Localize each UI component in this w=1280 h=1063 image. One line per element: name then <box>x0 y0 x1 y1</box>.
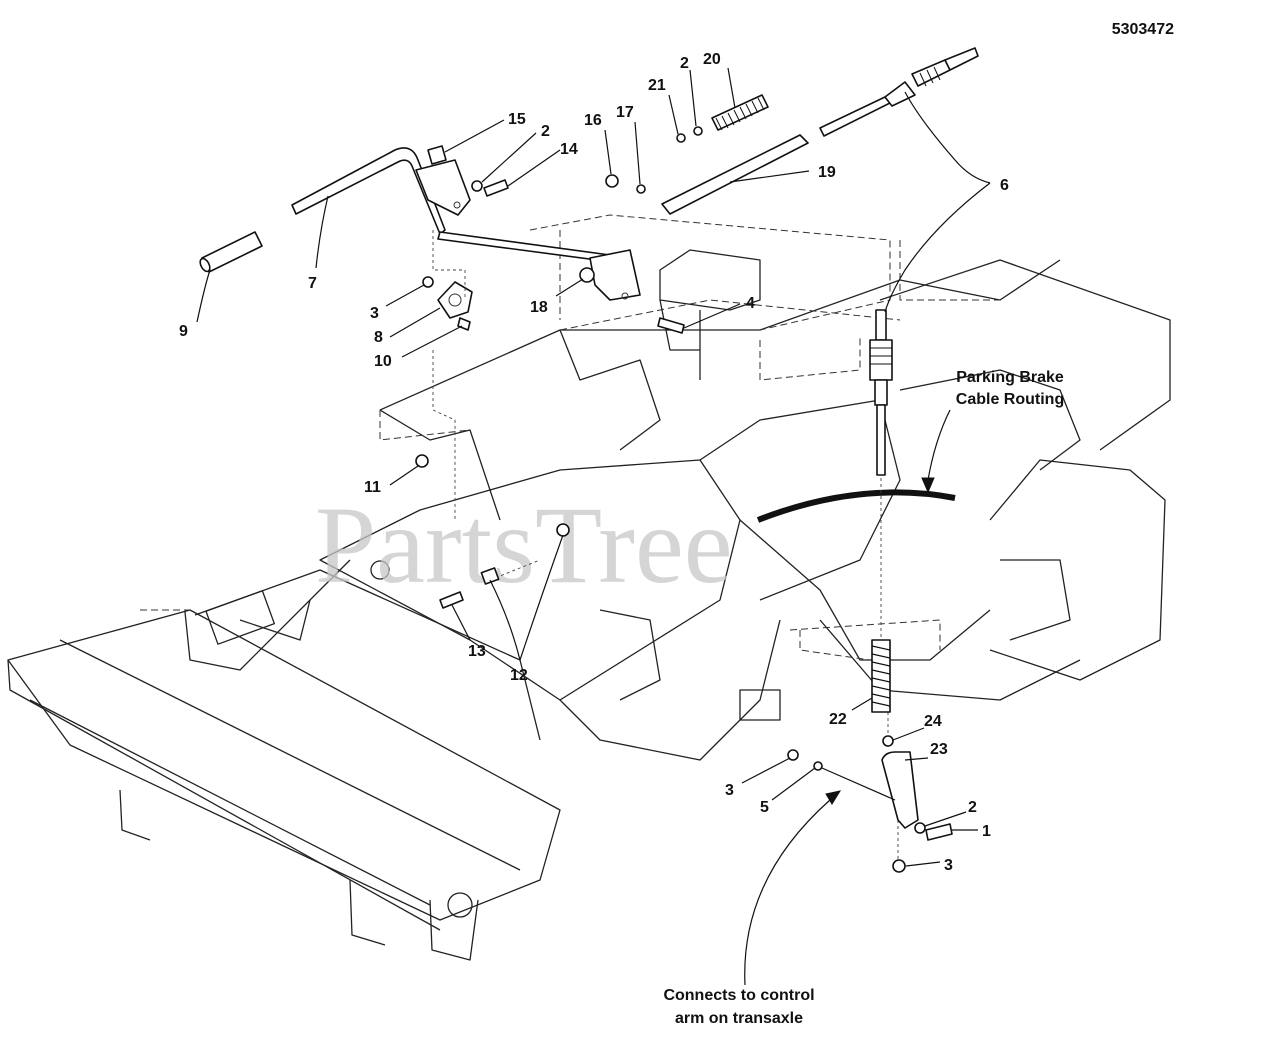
callout-2-lower: 2 <box>968 799 977 816</box>
bolt-1 <box>925 823 953 841</box>
connects-note-line2: arm on transaxle <box>675 1010 803 1027</box>
callout-1: 1 <box>982 823 991 840</box>
bolt-14 <box>483 179 509 197</box>
brake-cable-lower <box>869 309 893 476</box>
nut-16 <box>605 174 619 188</box>
spacer-12b <box>556 523 570 537</box>
pivot-plate-left <box>415 159 471 216</box>
bolt-4 <box>657 317 685 334</box>
callout-14: 14 <box>560 141 578 158</box>
nut-21 <box>676 133 686 143</box>
brake-bracket <box>881 751 919 829</box>
callout-21: 21 <box>648 77 666 94</box>
watermark: PartsTree <box>315 484 733 606</box>
bolt-13 <box>439 591 464 609</box>
washer-17 <box>636 184 646 194</box>
callout-16: 16 <box>584 112 602 129</box>
mower-frame <box>7 214 1171 961</box>
callout-12: 12 <box>510 667 528 684</box>
callout-24: 24 <box>924 713 942 730</box>
callout-3-lower: 3 <box>944 857 953 874</box>
routing-note-line2: Cable Routing <box>956 391 1064 408</box>
link-bar <box>661 134 809 215</box>
callout-8: 8 <box>374 329 383 346</box>
diagram-number: 5303472 <box>1112 21 1174 38</box>
callout-2-top: 2 <box>541 123 550 140</box>
spring-upper <box>711 94 769 131</box>
nut-3-middle <box>787 749 799 761</box>
nut-24 <box>882 735 894 747</box>
callout-13: 13 <box>468 643 486 660</box>
callout-17: 17 <box>616 104 634 121</box>
callout-3-middle: 3 <box>725 782 734 799</box>
callout-9: 9 <box>179 323 188 340</box>
callout-22: 22 <box>829 711 847 728</box>
spacer-12a <box>480 567 500 585</box>
bolt-10 <box>457 317 471 331</box>
spring-lower <box>871 639 891 713</box>
callout-11: 11 <box>364 479 381 496</box>
routing-note-line1: Parking Brake <box>956 369 1064 386</box>
callout-19: 19 <box>818 164 836 181</box>
callout-10: 10 <box>374 353 392 370</box>
callout-3-upper: 3 <box>370 305 379 322</box>
brake-cable-upper <box>819 47 979 137</box>
callout-20: 20 <box>703 51 721 68</box>
nut-18 <box>579 267 595 283</box>
callout-23: 23 <box>930 741 948 758</box>
handle-grip <box>199 231 263 273</box>
callout-5: 5 <box>760 799 769 816</box>
callout-2-spring: 2 <box>680 55 689 72</box>
pivot-plate-right <box>589 249 641 301</box>
connects-note-line1: Connects to control <box>663 987 814 1004</box>
washer-5 <box>813 761 823 771</box>
parts <box>199 47 979 873</box>
callouts: 9 7 15 2 14 3 8 10 18 4 16 17 21 2 20 19… <box>179 51 1009 874</box>
washer-2-lower <box>914 822 926 834</box>
leader-lines <box>196 67 991 986</box>
washer-2-top <box>471 180 483 192</box>
spacer <box>427 145 447 165</box>
callout-7: 7 <box>308 275 317 292</box>
callout-6: 6 <box>1000 177 1009 194</box>
washer-2-spring <box>693 126 703 136</box>
nut-11 <box>415 454 429 468</box>
brake-handle-rod <box>291 147 613 263</box>
flange-bushing <box>437 281 473 319</box>
callout-15: 15 <box>508 111 526 128</box>
cable-routing-path <box>756 489 956 523</box>
callout-4: 4 <box>746 295 755 312</box>
callout-18: 18 <box>530 299 548 316</box>
nut-3-upper <box>422 276 434 288</box>
nut-3-lower <box>892 859 906 873</box>
